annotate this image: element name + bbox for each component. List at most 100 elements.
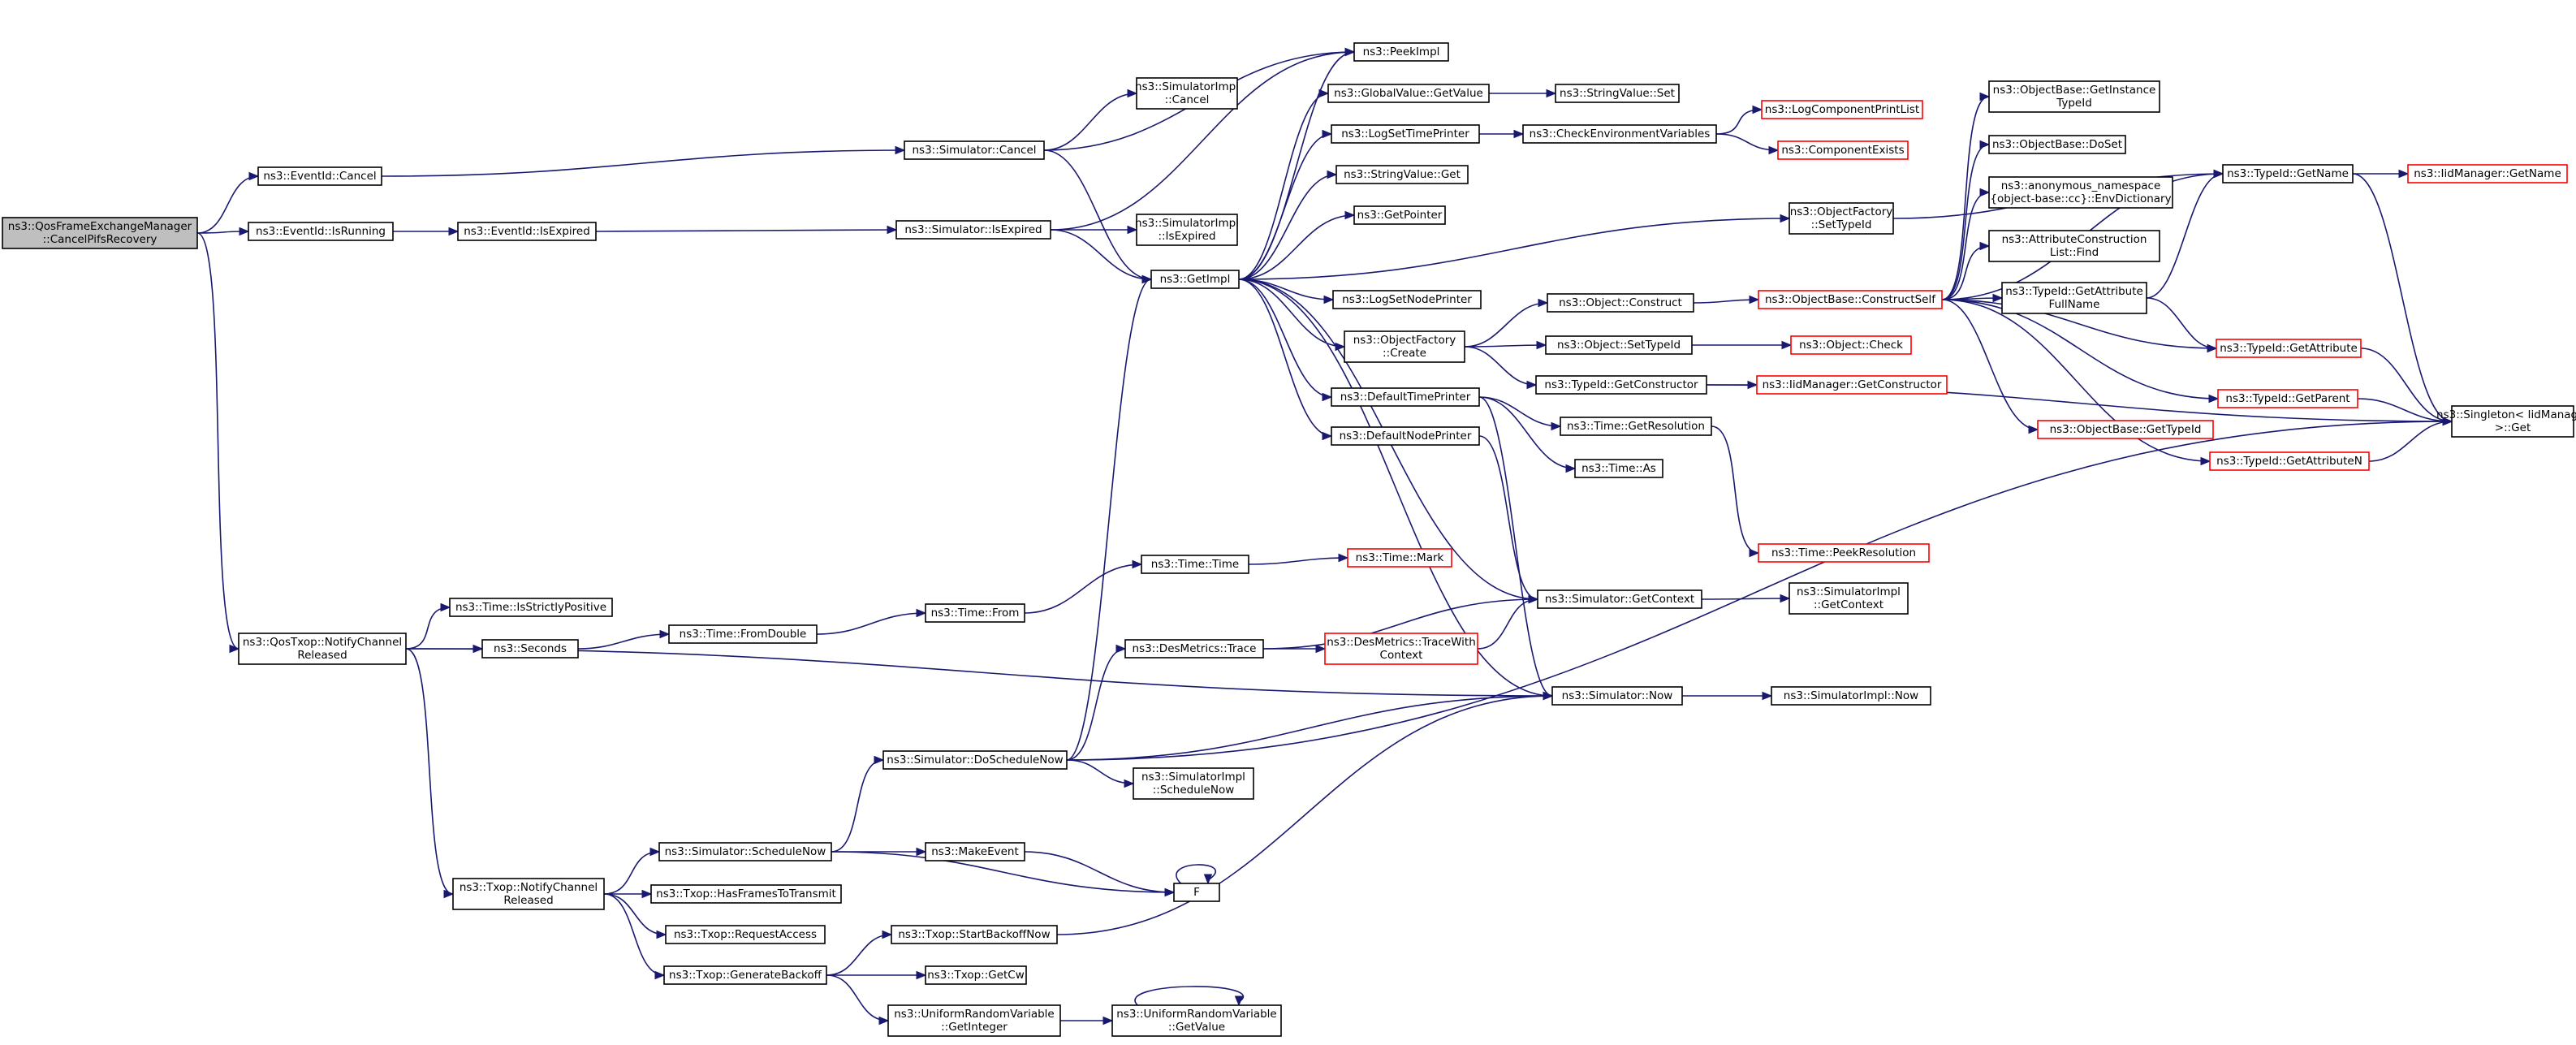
node-simCancel[interactable]: ns3::Simulator::Cancel <box>904 140 1045 160</box>
node-F[interactable]: F <box>1173 883 1220 902</box>
node-tidGetName[interactable]: ns3::TypeId::GetName <box>2222 164 2354 184</box>
node-urvGetInt[interactable]: ns3::UniformRandomVariable::GetInteger <box>887 1004 1061 1037</box>
node-desTrace[interactable]: ns3::DesMetrics::Trace <box>1124 639 1264 659</box>
node-gvGetValue[interactable]: ns3::GlobalValue::GetValue <box>1327 84 1490 103</box>
node-eventIsExpired[interactable]: ns3::EventId::IsExpired <box>457 222 597 241</box>
node-label: {object-base::cc}::EnvDictionary <box>1990 192 2171 205</box>
node-obGetTypeId[interactable]: ns3::ObjectBase::GetTypeId <box>2037 420 2214 439</box>
node-timeAs[interactable]: ns3::Time::As <box>1574 459 1663 478</box>
node-svSet[interactable]: ns3::StringValue::Set <box>1555 84 1680 103</box>
node-implIsExpired[interactable]: ns3::SimulatorImpl::IsExpired <box>1135 214 1239 246</box>
node-txopHasFrames[interactable]: ns3::Txop::HasFramesToTransmit <box>650 884 842 904</box>
node-timeFrom[interactable]: ns3::Time::From <box>925 603 1025 623</box>
node-logSetTime[interactable]: ns3::LogSetTimePrinter <box>1331 124 1480 144</box>
node-simGetContext[interactable]: ns3::Simulator::GetContext <box>1537 589 1702 609</box>
node-envDict[interactable]: ns3::anonymous_namespace{object-base::cc… <box>1988 176 2173 209</box>
edge-timeGetRes-to-timePeekRes <box>1711 425 1760 558</box>
node-label: ns3::TypeId::GetName <box>2227 167 2349 180</box>
node-defTimePrinter[interactable]: ns3::DefaultTimePrinter <box>1331 387 1480 407</box>
node-timeMark[interactable]: ns3::Time::Mark <box>1347 548 1452 568</box>
edge-qosNotify-to-txopNotify <box>405 648 455 899</box>
edge-checkEnv-to-compExists <box>1715 133 1780 155</box>
edge-obConstructSelf-to-acFind <box>1941 241 1991 300</box>
node-txopGenBackoff[interactable]: ns3::Txop::GenerateBackoff <box>663 965 827 985</box>
edge-simNow-to-implNow <box>1681 691 1773 701</box>
node-box <box>891 925 1058 944</box>
node-obConstructSelf[interactable]: ns3::ObjectBase::ConstructSelf <box>1758 290 1943 309</box>
node-singletonGet[interactable]: ns3::Singleton< IidManager>::Get <box>2436 405 2576 438</box>
node-simIsExpired[interactable]: ns3::Simulator::IsExpired <box>895 220 1051 240</box>
node-eventCancel[interactable]: ns3::EventId::Cancel <box>257 166 382 186</box>
node-peekImpl[interactable]: ns3::PeekImpl <box>1353 42 1449 62</box>
edge-getImpl-to-logSetNode <box>1238 279 1335 304</box>
node-box <box>1150 270 1240 289</box>
node-implCancel[interactable]: ns3::SimulatorImpl::Cancel <box>1135 77 1239 110</box>
node-iidGetCtor[interactable]: ns3::IidManager::GetConstructor <box>1756 375 1948 395</box>
node-label: ns3::SimulatorImpl <box>1135 217 1239 230</box>
node-box <box>1777 140 1909 160</box>
node-tidGetAttr[interactable]: ns3::TypeId::GetAttribute <box>2216 339 2362 358</box>
node-timeFromDouble[interactable]: ns3::Time::FromDouble <box>668 624 818 644</box>
node-logCompList[interactable]: ns3::LogComponentPrintList <box>1761 100 1923 119</box>
node-getImpl[interactable]: ns3::GetImpl <box>1150 270 1240 289</box>
edge-urvGetValue-to-urvGetValue <box>1134 986 1244 1007</box>
edge-simDoSchedNow-to-simNow <box>1066 691 1554 761</box>
node-label: ::Cancel <box>1165 93 1210 106</box>
node-defNodePrinter[interactable]: ns3::DefaultNodePrinter <box>1331 426 1480 446</box>
node-label: ns3::Txop::HasFramesToTransmit <box>656 887 836 900</box>
node-seconds[interactable]: ns3::Seconds <box>481 639 579 659</box>
node-timeIsStrict[interactable]: ns3::Time::IsStrictlyPositive <box>449 598 613 617</box>
node-checkEnv[interactable]: ns3::CheckEnvironmentVariables <box>1522 124 1717 144</box>
node-label: ns3::Simulator::Cancel <box>912 144 1036 157</box>
node-timeTime[interactable]: ns3::Time::Time <box>1141 555 1249 574</box>
node-box <box>1331 387 1480 407</box>
node-tidGetAttrN[interactable]: ns3::TypeId::GetAttributeN <box>2209 451 2370 471</box>
node-tidGetCtor[interactable]: ns3::TypeId::GetConstructor <box>1535 375 1707 395</box>
edge-checkEnv-to-logCompList <box>1715 105 1763 135</box>
node-simDoSchedNow[interactable]: ns3::Simulator::DoScheduleNow <box>882 750 1068 770</box>
node-box <box>1756 375 1948 395</box>
edge-cancelPifs-to-qosNotify <box>196 232 240 654</box>
node-box <box>2 217 198 249</box>
node-txopReqAccess[interactable]: ns3::Txop::RequestAccess <box>665 925 826 944</box>
node-implSchedNow[interactable]: ns3::SimulatorImpl::ScheduleNow <box>1133 767 1254 800</box>
node-svGet[interactable]: ns3::StringValue::Get <box>1335 165 1469 184</box>
node-obDoSet[interactable]: ns3::ObjectBase::DoSet <box>1988 135 2126 154</box>
node-logSetNode[interactable]: ns3::LogSetNodePrinter <box>1332 290 1482 309</box>
node-timeGetRes[interactable]: ns3::Time::GetResolution <box>1560 417 1712 436</box>
node-ofCreate[interactable]: ns3::ObjectFactory::Create <box>1344 330 1465 363</box>
node-implGetContext[interactable]: ns3::SimulatorImpl::GetContext <box>1789 582 1909 615</box>
node-box <box>904 140 1045 160</box>
node-compExists[interactable]: ns3::ComponentExists <box>1777 140 1909 160</box>
node-tidGetParent[interactable]: ns3::TypeId::GetParent <box>2217 389 2358 408</box>
node-eventIsRunning[interactable]: ns3::EventId::IsRunning <box>248 222 394 241</box>
nodes-layer: ns3::QosFrameExchangeManager::CancelPifs… <box>2 42 2576 1037</box>
node-simNow[interactable]: ns3::Simulator::Now <box>1551 686 1683 706</box>
node-iidGetName[interactable]: ns3::IidManager::GetName <box>2407 164 2568 184</box>
node-urvGetValue[interactable]: ns3::UniformRandomVariable::GetValue <box>1111 1004 1282 1037</box>
node-box <box>449 598 613 617</box>
node-label: ns3::AttributeConstruction <box>2002 233 2147 246</box>
node-objCheck[interactable]: ns3::Object::Check <box>1790 335 1912 355</box>
node-simSchedNow[interactable]: ns3::Simulator::ScheduleNow <box>658 842 832 861</box>
node-cancelPifs[interactable]: ns3::QosFrameExchangeManager::CancelPifs… <box>2 217 198 249</box>
node-objConstruct[interactable]: ns3::Object::Construct <box>1547 293 1694 313</box>
node-box <box>1133 767 1254 800</box>
node-objSetTypeId[interactable]: ns3::Object::SetTypeId <box>1545 335 1693 355</box>
node-makeEvent[interactable]: ns3::MakeEvent <box>925 842 1025 861</box>
node-txopStartBackoff[interactable]: ns3::Txop::StartBackoffNow <box>891 925 1058 944</box>
node-implNow[interactable]: ns3::SimulatorImpl::Now <box>1771 686 1931 706</box>
node-box <box>1574 459 1663 478</box>
node-ofSetTypeId[interactable]: ns3::ObjectFactory::SetTypeId <box>1789 202 1894 235</box>
node-box <box>1331 124 1480 144</box>
node-txopGetCw[interactable]: ns3::Txop::GetCw <box>925 965 1027 985</box>
node-getPointer[interactable]: ns3::GetPointer <box>1353 205 1446 225</box>
node-timePeekRes[interactable]: ns3::Time::PeekResolution <box>1758 543 1930 563</box>
